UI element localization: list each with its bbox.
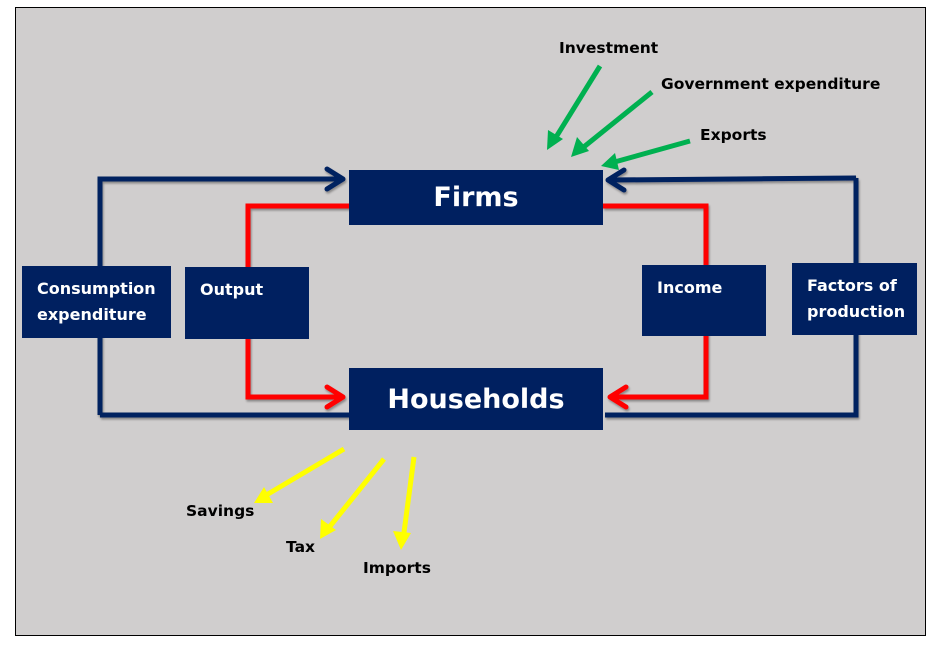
households-label: Households <box>387 383 565 415</box>
exports-arrow <box>601 138 691 170</box>
government-expenditure-arrow <box>571 90 654 157</box>
households-node: Households <box>349 368 603 430</box>
firms-node: Firms <box>349 170 603 225</box>
income-node: Income <box>642 265 766 336</box>
imports-arrow <box>393 456 417 550</box>
investment-label: Investment <box>559 39 659 57</box>
factors-of-production-node: Factors of production <box>792 263 917 335</box>
imports-label: Imports <box>363 559 431 577</box>
tax-arrow <box>320 457 386 539</box>
government-expenditure-label: Government expenditure <box>661 75 881 93</box>
consumption-label-line1: Consumption <box>37 279 156 298</box>
savings-arrow <box>254 446 346 503</box>
savings-label: Savings <box>186 502 255 520</box>
factors-flow-arrow <box>605 167 859 418</box>
exports-label: Exports <box>700 126 767 144</box>
factors-label-line1: Factors of <box>807 276 897 295</box>
investment-arrow <box>547 64 603 150</box>
tax-label: Tax <box>286 538 316 556</box>
consumption-expenditure-node: Consumption expenditure <box>22 266 171 338</box>
income-label: Income <box>657 278 723 297</box>
output-node: Output <box>185 267 309 339</box>
factors-label-line2: production <box>807 302 906 321</box>
output-label: Output <box>200 280 264 299</box>
firms-label: Firms <box>433 182 519 213</box>
consumption-label-line2: expenditure <box>37 305 147 324</box>
